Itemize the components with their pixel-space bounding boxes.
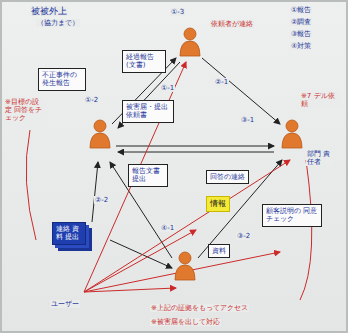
list-item: ③報告	[290, 30, 312, 38]
request-box: 被害届・提出 依頼書	[122, 100, 174, 123]
callout-number: ③-2	[236, 232, 251, 240]
callout-number: ②-2	[94, 196, 109, 204]
document-stack: 連絡 資料 提出	[52, 222, 86, 245]
report-box: 不正事件の 発生報告	[38, 68, 86, 91]
box-text: 報告文書 提出	[132, 167, 164, 184]
box-text: 資料	[212, 247, 226, 255]
document-box: 資料	[208, 244, 230, 258]
callout-number: ①-1	[160, 84, 175, 92]
note-text: ※被害届を出して対応	[150, 318, 221, 326]
check-box: 顧客説明の 同意チェック	[262, 204, 322, 227]
callout-number: ①-2	[84, 96, 99, 104]
box-text: 不正事件の 発生報告	[42, 71, 82, 88]
box-text: 連絡 資料 提出	[56, 225, 82, 242]
callout-number: ①-3	[170, 8, 185, 16]
box-text: 情報	[210, 199, 226, 209]
note-text: 依頼者が連絡	[210, 20, 254, 28]
box-text: 回答の連絡	[210, 173, 245, 181]
person-label: ユーザー	[50, 300, 80, 308]
list-item: ①報告	[290, 6, 312, 14]
sticky-note: 情報	[206, 196, 230, 212]
callout-number: ②-1	[214, 78, 229, 86]
note-text: ※7 デル依頼	[300, 92, 342, 108]
role-text: 部門 責任者	[306, 150, 334, 166]
box-text: 経過報告 (文書)	[126, 53, 162, 70]
subtitle-text: （協力まで）	[36, 19, 80, 27]
list-item: ④対策	[290, 42, 312, 50]
reply-box: 回答の連絡	[206, 170, 249, 184]
callout-number: ④-1	[160, 224, 175, 232]
list-item: ②調査	[290, 18, 312, 26]
callout-number: ③-1	[240, 116, 255, 124]
box-text: 顧客説明の 同意チェック	[266, 207, 318, 224]
report-box: 経過報告 (文書)	[122, 50, 166, 73]
box-text: 被害届・提出 依頼書	[126, 103, 170, 120]
note-text: ※目標の設定 回答をチェック	[4, 98, 46, 122]
title-text: 被被外上	[30, 6, 68, 16]
report-box: 報告文書 提出	[128, 164, 168, 187]
note-text: ※上記の証拠をもってアクセス	[150, 304, 249, 312]
